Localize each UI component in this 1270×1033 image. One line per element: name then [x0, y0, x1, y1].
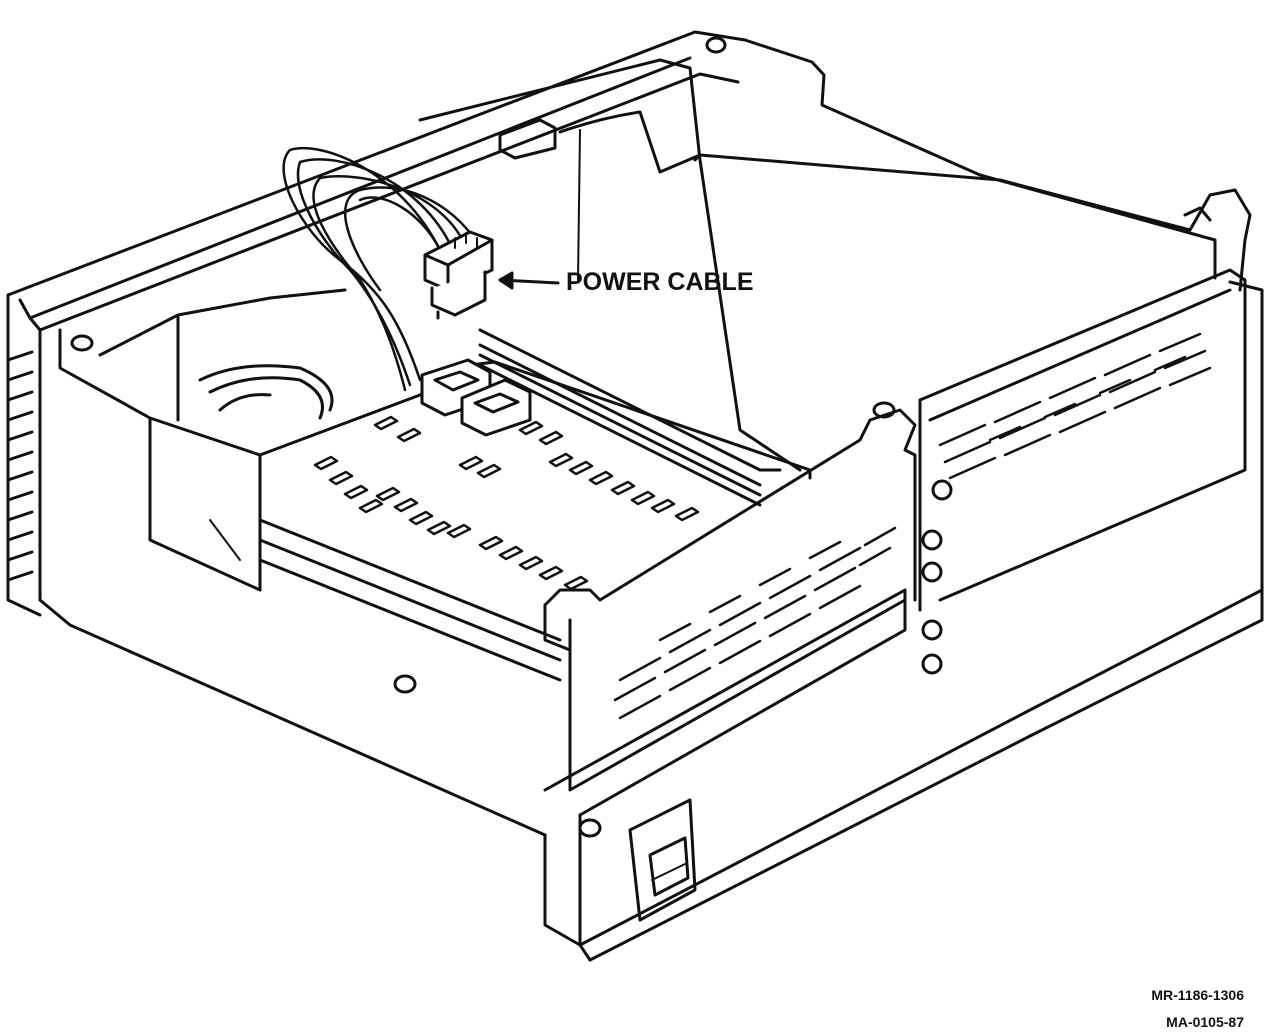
- power-cable-connector: [423, 230, 494, 320]
- bracket-slots-right: [938, 332, 1212, 480]
- fan-compartment: [58, 288, 347, 592]
- figure-reference-code: MA-0105-87: [1166, 1014, 1244, 1030]
- vented-bracket-right: [918, 268, 1247, 612]
- power-cable-label: POWER CABLE: [566, 268, 754, 296]
- vented-bracket-middle: [543, 408, 917, 792]
- callout-leader: [498, 271, 560, 290]
- figure-reference-code: MR-1186-1306: [1151, 987, 1244, 1003]
- side-vents: [6, 350, 34, 582]
- front-panel: [393, 588, 907, 947]
- right-housing: [693, 153, 1252, 472]
- wire-harness: [282, 146, 480, 392]
- rear-ribbon: [418, 58, 702, 281]
- board-components: [313, 415, 700, 591]
- bracket-slots-middle: [613, 526, 897, 720]
- mounting-screws: [705, 36, 953, 675]
- chassis-outline: [6, 30, 1264, 962]
- circuit-board: [258, 328, 812, 682]
